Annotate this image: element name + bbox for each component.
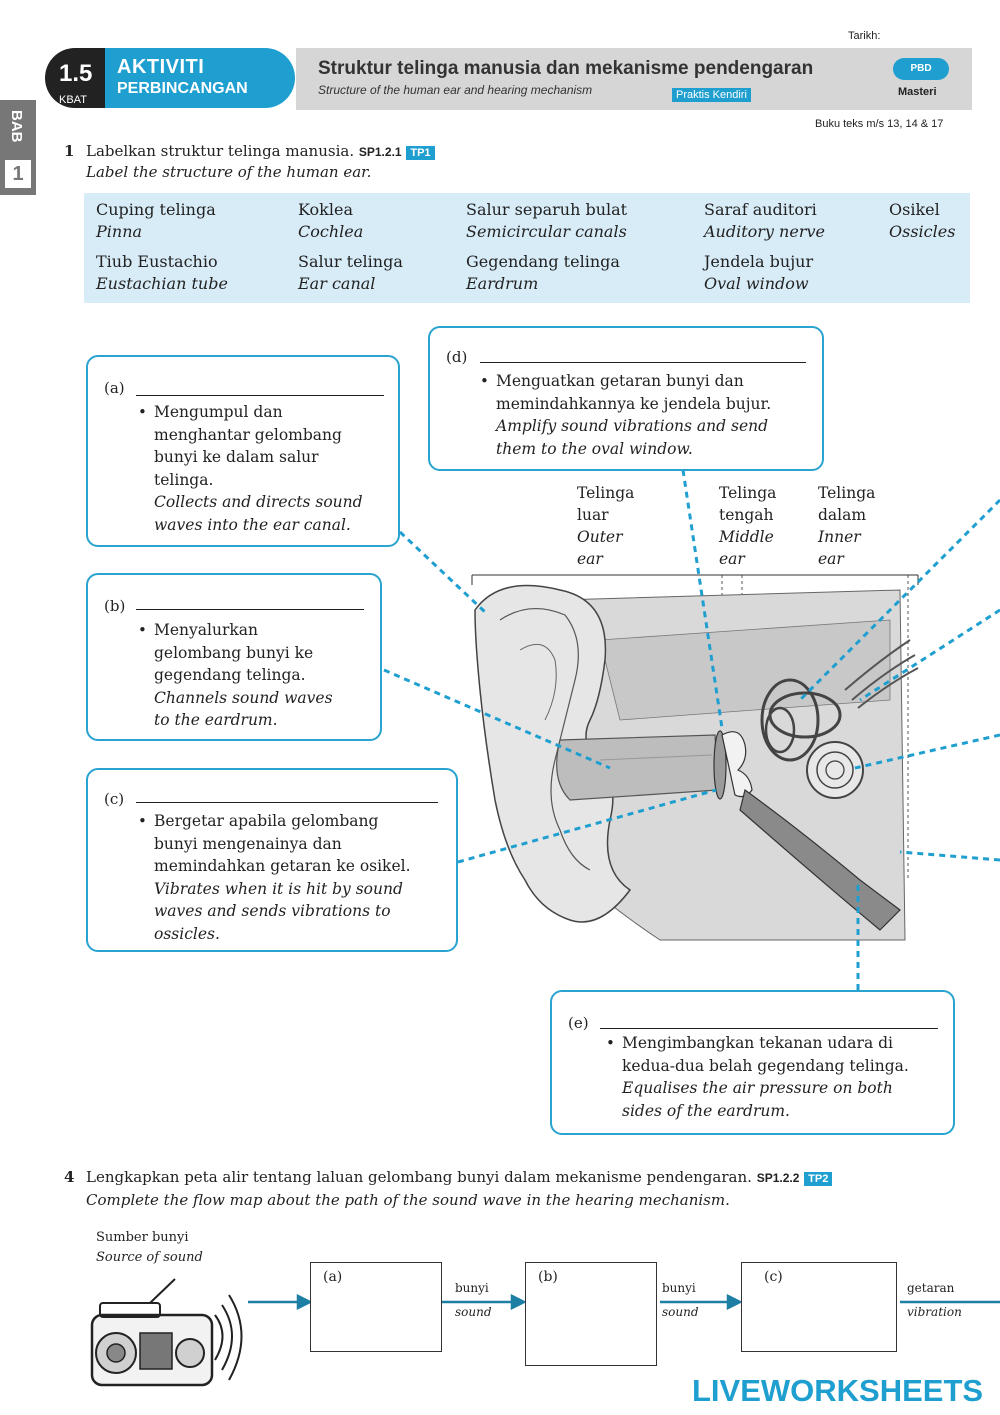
liveworksheets-watermark: LIVEWORKSHEETS (692, 1373, 983, 1409)
bullet-icon: • (606, 1034, 615, 1052)
flow-box-a[interactable]: (a) (310, 1262, 442, 1352)
flow-arrow-label-3-en: vibration (907, 1305, 962, 1319)
bullet-icon: • (480, 372, 489, 390)
flow-arrow-label-2: bunyi (662, 1281, 696, 1295)
bullet-icon: • (138, 403, 147, 421)
flow-box-b[interactable]: (b) (525, 1262, 657, 1366)
label-box-a-id: (a) (104, 379, 125, 397)
question-4-text-en: Complete the flow map about the path of … (86, 1191, 730, 1209)
answer-field-c[interactable] (136, 802, 438, 803)
bullet-icon: • (138, 812, 147, 830)
label-box-e-id: (e) (568, 1014, 589, 1032)
radio-icon (80, 1275, 250, 1400)
flow-box-c[interactable]: (c) (741, 1262, 897, 1352)
flow-arrow-label-3: getaran (907, 1281, 954, 1295)
answer-field-a[interactable] (136, 395, 384, 396)
question-4-text-ms: Lengkapkan peta alir tentang laluan gelo… (86, 1168, 752, 1186)
question-4-number: 4 (64, 1168, 74, 1186)
label-box-c-id: (c) (104, 790, 124, 808)
flow-box-c-label: (c) (764, 1269, 783, 1285)
sound-source-label: Sumber bunyi Source of sound (96, 1228, 203, 1268)
question-4-tp: TP2 (804, 1172, 832, 1186)
flow-arrow-label-1: bunyi (455, 1281, 489, 1295)
label-box-d-id: (d) (446, 348, 467, 366)
question-4-text: Lengkapkan peta alir tentang laluan gelo… (86, 1168, 832, 1186)
answer-field-d[interactable] (480, 362, 806, 363)
flow-box-a-label: (a) (323, 1269, 342, 1285)
answer-field-e[interactable] (600, 1028, 938, 1029)
flow-arrow-label-1-en: sound (455, 1305, 492, 1319)
flow-box-b-label: (b) (538, 1269, 558, 1285)
flow-arrow-label-2-en: sound (662, 1305, 699, 1319)
answer-field-b[interactable] (136, 609, 364, 610)
bullet-icon: • (138, 621, 147, 639)
label-box-b-id: (b) (104, 597, 125, 615)
question-4-sp: SP1.2.2 (757, 1171, 800, 1185)
